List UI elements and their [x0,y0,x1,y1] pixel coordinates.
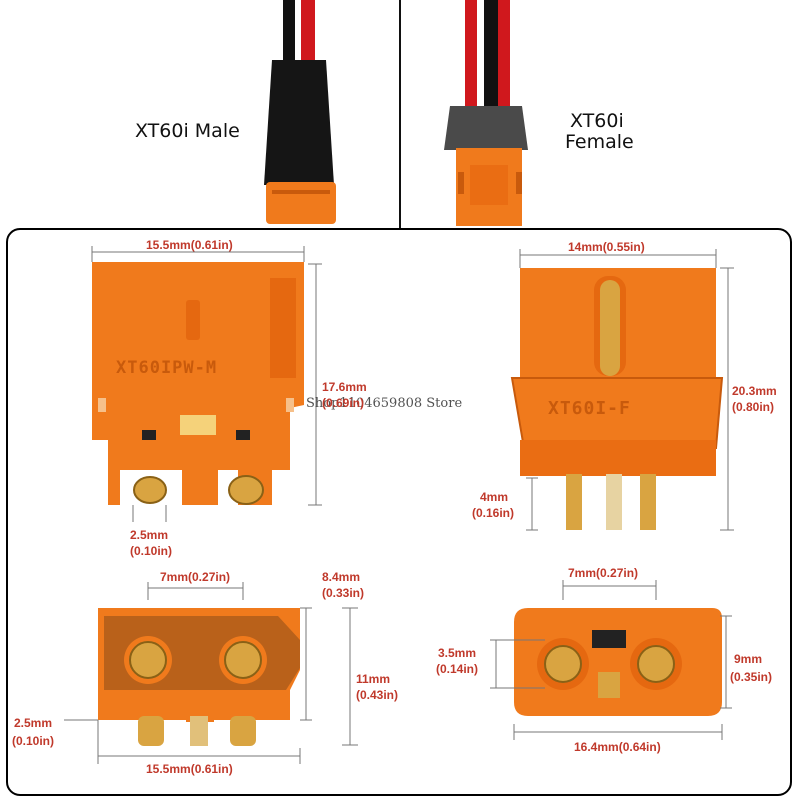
dim-female-face-hole-mm: 3.5mm [438,646,477,660]
dim-male-face-spacing: 7mm(0.27in) [160,570,231,584]
dim-male-face-depth-in: (0.33in) [322,586,365,600]
dim-female-face-height-mm: 9mm [734,652,763,666]
dim-male-height-mm: 17.6mm [322,380,367,394]
female-label-line1: XT60i [570,110,624,132]
female-marking: XT60I-F [548,398,631,419]
dim-female-face-spacing: 7mm(0.27in) [568,566,639,580]
male-face-view [98,608,300,746]
male-back-view [92,262,304,505]
dim-male-width: 15.5mm(0.61in) [146,238,233,252]
male-label: XT60i Male [135,120,240,142]
dim-female-width: 14mm(0.55in) [568,240,645,254]
dim-male-face-width: 15.5mm(0.61in) [146,762,233,776]
dim-female-pin-mm: 4mm [480,490,509,504]
female-face-view [514,608,722,716]
dim-female-height-in: (0.80in) [732,400,775,414]
female-front-view [510,268,724,530]
female-label-line2: Female [565,131,634,153]
dim-male-face-pin-in: (0.10in) [12,734,55,748]
dim-male-pin-in: (0.10in) [130,544,173,558]
dim-male-face-depth-mm: 8.4mm [322,570,361,584]
dim-female-face-width: 16.4mm(0.64in) [574,740,661,754]
dim-female-face-height-in: (0.35in) [730,670,773,684]
store-watermark: Shop1104659808 Store [306,396,463,411]
dim-male-pin-mm: 2.5mm [130,528,169,542]
dim-male-face-height-in: (0.43in) [356,688,399,702]
dimension-lines [64,246,734,764]
dim-female-height-mm: 20.3mm [732,384,777,398]
specification-frame [6,228,792,796]
male-cable-connector [264,0,336,224]
dim-female-face-hole-in: (0.14in) [436,662,479,676]
dim-male-face-pin-mm: 2.5mm [14,716,53,730]
dim-male-face-height-mm: 11mm [356,672,391,686]
female-cable-connector [444,0,528,226]
dim-male-height-in: (0.69in) [322,396,365,410]
male-marking: XT60IPW-M [116,358,218,378]
dim-female-pin-in: (0.16in) [472,506,515,520]
